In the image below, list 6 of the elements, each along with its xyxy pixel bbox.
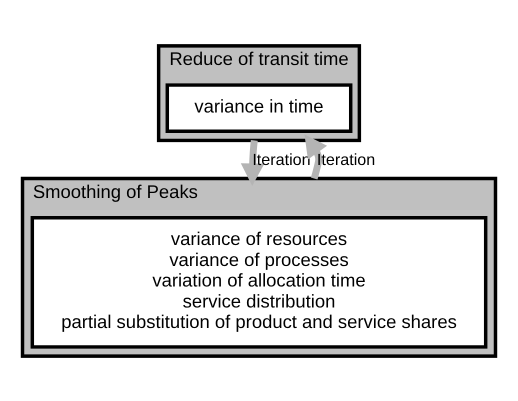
node-box: variance in time xyxy=(166,82,352,132)
edge-label: Iteration xyxy=(316,150,376,168)
edge-label: Iteration xyxy=(252,150,311,168)
arrow xyxy=(304,134,328,179)
arrow xyxy=(240,140,264,186)
node-box: variance of resources variance of processes variation of allocation time service distribution partial substitution of product and service shares xyxy=(30,216,488,348)
